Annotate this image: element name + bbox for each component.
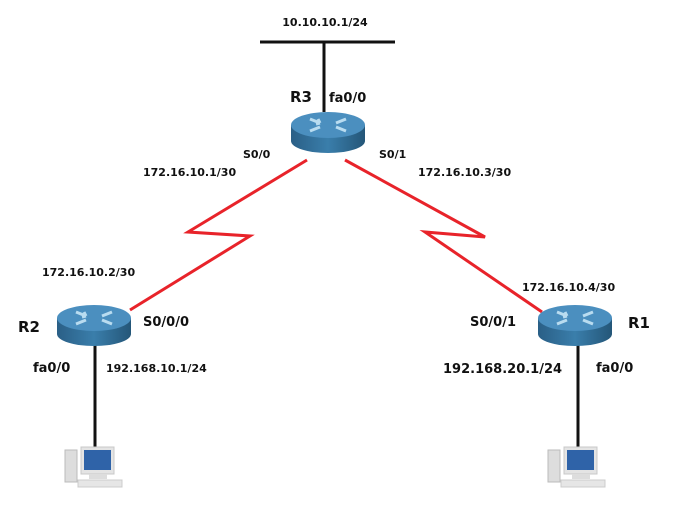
router-r2-icon[interactable] [55, 303, 133, 348]
r2-lan-ip: 192.168.10.1/24 [106, 362, 207, 375]
r2-name: R2 [18, 318, 40, 336]
r3-name: R3 [290, 88, 312, 106]
r3-fa-label: fa0/0 [329, 91, 366, 106]
serial-link-r3-r2 [129, 158, 308, 312]
r3-s01-ip: 172.16.10.3/30 [418, 166, 511, 179]
serial-link-r3-r1 [344, 158, 543, 314]
r3-s00-label: S0/0 [243, 148, 271, 161]
r2-serial-ip: 172.16.10.2/30 [42, 266, 135, 279]
r1-serial-ip: 172.16.10.4/30 [522, 281, 615, 294]
r3-lan-ip: 10.10.10.1/24 [282, 16, 368, 29]
r2-serial-label: S0/0/0 [143, 315, 189, 330]
ethernet-links [93, 40, 580, 448]
pc-right-icon[interactable] [547, 446, 606, 488]
serial-links [129, 158, 543, 314]
r1-fa-label: fa0/0 [596, 361, 633, 376]
r1-serial-label: S0/0/1 [470, 315, 516, 330]
r2-fa-label: fa0/0 [33, 361, 70, 376]
r1-lan-ip: 192.168.20.1/24 [443, 362, 562, 377]
router-r1-icon[interactable] [536, 303, 614, 348]
router-r3-icon[interactable] [289, 110, 367, 155]
r1-name: R1 [628, 314, 650, 332]
r3-s01-label: S0/1 [379, 148, 406, 161]
pc-left-icon[interactable] [64, 446, 123, 488]
r3-s00-ip: 172.16.10.1/30 [143, 166, 236, 179]
